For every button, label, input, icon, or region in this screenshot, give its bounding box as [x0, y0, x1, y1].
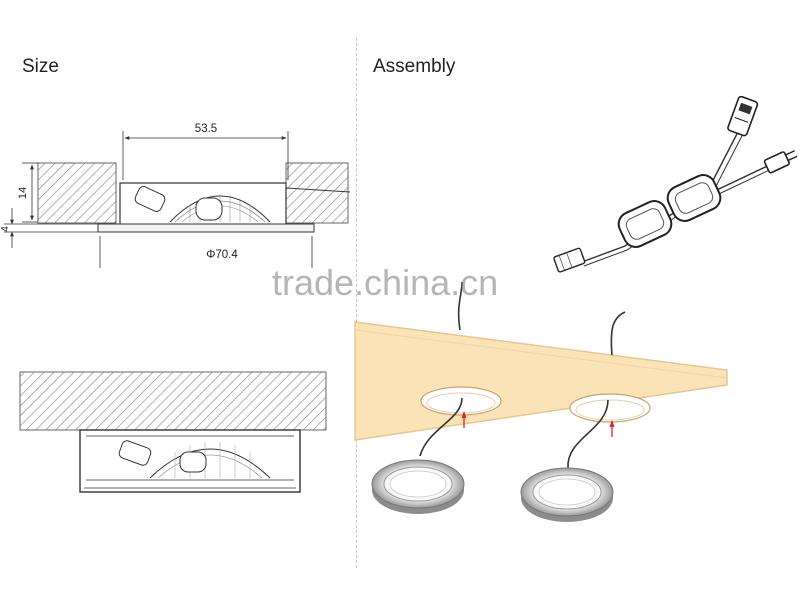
junction-box-left — [617, 200, 673, 248]
cabinet-panel — [354, 321, 728, 441]
size-cross-section-top: 53.5 14 4 Φ70.4 — [0, 123, 351, 268]
panel-divider — [356, 38, 357, 568]
junction-box-right — [666, 174, 722, 222]
cutout-hole-right — [569, 393, 651, 423]
cabinet-board-left — [37, 162, 117, 224]
cable-right-lower — [567, 399, 609, 469]
cabinet-board-right — [285, 162, 349, 224]
puck-light-right — [520, 467, 614, 522]
assembly-heading: Assembly — [373, 56, 456, 77]
cable-top — [285, 187, 351, 193]
power-plug-right — [763, 150, 798, 174]
size-heading: Size — [22, 56, 59, 77]
puck-light-left — [371, 459, 465, 514]
clip-left — [134, 186, 166, 212]
light-flange — [97, 223, 315, 233]
size-cross-section-bottom — [19, 371, 327, 493]
cable-connector-left — [553, 247, 586, 273]
assembly-illustration — [354, 95, 798, 522]
cable-left-upper — [457, 281, 463, 331]
cable-left-lower — [419, 397, 463, 457]
cabinet-board-full — [19, 371, 327, 431]
dim-width-label: 53.5 — [195, 123, 217, 135]
power-connector-top — [727, 95, 759, 137]
watermark-text: trade.china.cn — [272, 262, 499, 303]
clip-right — [195, 197, 223, 221]
cable-right-upper — [610, 311, 626, 356]
dim-thickness-label: 4 — [0, 226, 11, 232]
dim-diameter-label: Φ70.4 — [206, 249, 238, 261]
dim-height-label: 14 — [17, 187, 29, 199]
